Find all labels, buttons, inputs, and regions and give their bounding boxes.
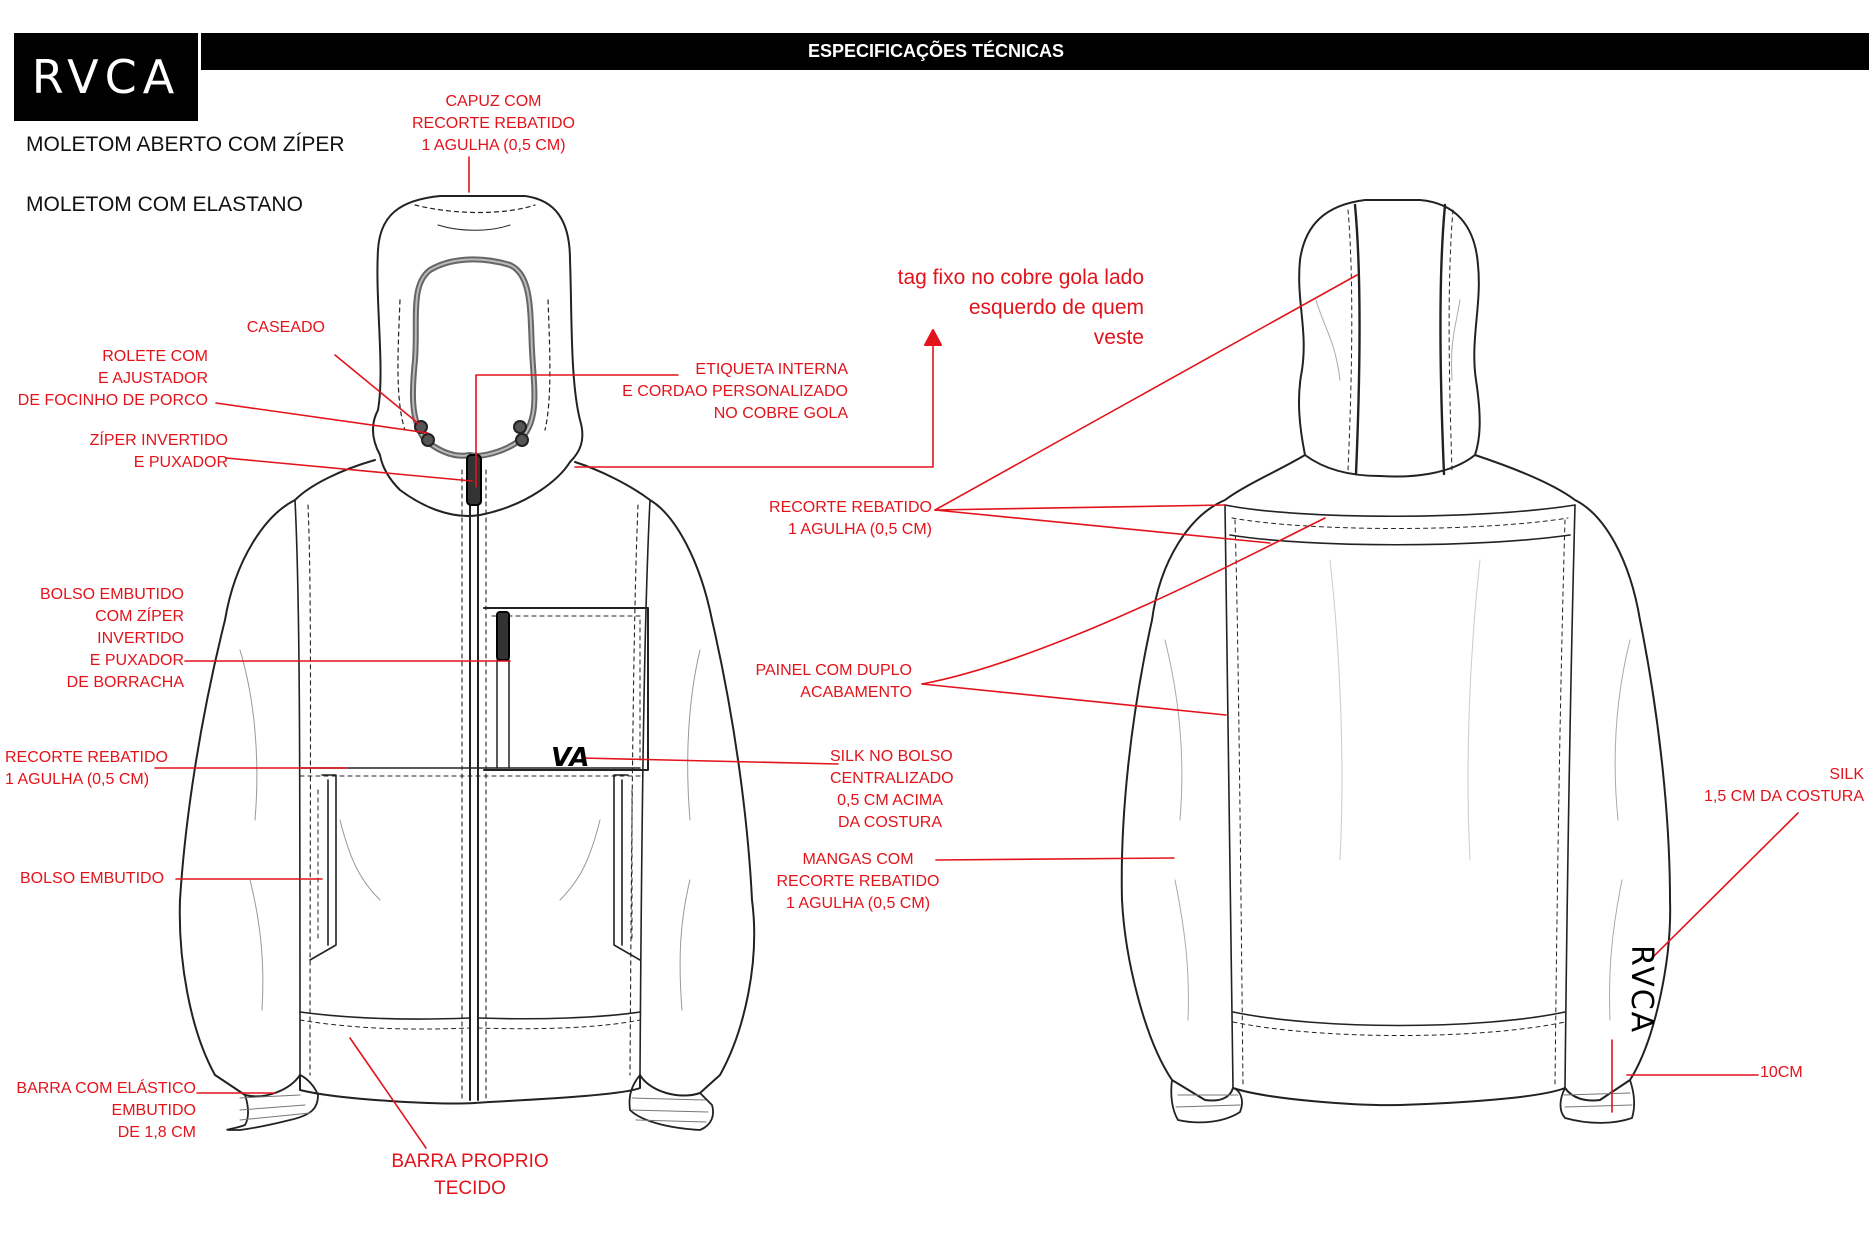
annotation-line: COM ZÍPER bbox=[95, 608, 184, 625]
annotation-line: E AJUSTADOR bbox=[98, 370, 208, 387]
annotation-line: SILK NO BOLSO bbox=[830, 748, 953, 765]
annotation-line: MANGAS COM bbox=[802, 851, 914, 868]
hoodie-back-view bbox=[1120, 199, 1672, 1124]
annotation-line: BARRA PROPRIO bbox=[391, 1151, 549, 1172]
right-side-pocket bbox=[613, 774, 641, 961]
annotation-line: ZÍPER INVERTIDO bbox=[89, 432, 228, 449]
back-right-cuff bbox=[1559, 1079, 1636, 1124]
annotation-barra-tecido: BARRA PROPRIO TECIDO bbox=[380, 1148, 560, 1202]
annotation-line: E CORDAO PERSONALIZADO bbox=[622, 383, 848, 400]
annotation-line: BOLSO EMBUTIDO bbox=[39, 586, 184, 603]
annotation-line: 1 AGULHA (0,5 CM) bbox=[421, 137, 566, 154]
annotation-barra-elastico: BARRA COM ELÁSTICO EMBUTIDO DE 1,8 CM bbox=[8, 1078, 196, 1144]
annotation-caseado: CASEADO bbox=[230, 317, 325, 339]
annotation-line: veste bbox=[1093, 326, 1144, 349]
brand-logo: RVCA bbox=[14, 33, 198, 121]
annotation-line: E PUXADOR bbox=[89, 652, 184, 669]
annotation-line: esquerdo de quem bbox=[968, 296, 1144, 319]
back-body bbox=[1120, 454, 1672, 1107]
tag-arrow-head bbox=[924, 329, 942, 346]
annotation-line: RECORTE REBATIDO bbox=[5, 749, 168, 766]
sleeve-logo: RVCA bbox=[1624, 945, 1659, 1034]
annotation-line: DE FOCINHO DE PORCO bbox=[17, 392, 208, 409]
header-bar: ESPECIFICAÇÕES TÉCNICAS bbox=[201, 33, 1869, 70]
annotation-line: INVERTIDO bbox=[97, 630, 184, 647]
product-line-2: MOLETOM COM ELASTANO bbox=[26, 193, 303, 216]
chest-pocket-zipper bbox=[496, 611, 510, 661]
annotation-ziper: ZÍPER INVERTIDO E PUXADOR bbox=[40, 430, 228, 474]
back-left-cuff bbox=[1170, 1079, 1243, 1124]
annotation-tag: tag fixo no cobre gola lado esquerdo de … bbox=[830, 263, 1144, 353]
right-cuff bbox=[628, 1074, 714, 1131]
product-line-1: MOLETOM ABERTO COM ZÍPER bbox=[26, 133, 345, 156]
annotation-line: EMBUTIDO bbox=[111, 1102, 196, 1119]
annotation-line: DA COSTURA bbox=[837, 814, 942, 831]
annotation-line: NO COBRE GOLA bbox=[713, 405, 848, 422]
annotation-line: SILK bbox=[1829, 766, 1864, 783]
hoodie-front-view bbox=[178, 195, 756, 1131]
annotation-line: CENTRALIZADO bbox=[830, 770, 954, 787]
back-hood bbox=[1298, 199, 1481, 478]
annotation-silk-bolso: SILK NO BOLSO CENTRALIZADO 0,5 CM ACIMA … bbox=[830, 746, 954, 834]
annotation-line: tag fixo no cobre gola lado bbox=[897, 266, 1144, 289]
annotation-recorte-center: RECORTE REBATIDO 1 AGULHA (0,5 CM) bbox=[760, 497, 932, 541]
annotation-painel: PAINEL COM DUPLO ACABAMENTO bbox=[740, 660, 912, 704]
annotation-silk-manga: SILK 1,5 CM DA COSTURA bbox=[1640, 764, 1864, 808]
annotation-line: PAINEL COM DUPLO bbox=[755, 662, 912, 679]
left-cuff bbox=[226, 1074, 319, 1131]
annotation-line: 1 AGULHA (0,5 CM) bbox=[787, 521, 932, 538]
annotation-line: BARRA COM ELÁSTICO bbox=[16, 1080, 196, 1097]
annotation-line: 1 AGULHA (0,5 CM) bbox=[785, 895, 931, 912]
annotation-line: RECORTE REBATIDO bbox=[769, 499, 932, 516]
brand-logo-text: RVCA bbox=[31, 50, 181, 104]
annotation-mangas: MANGAS COM RECORTE REBATIDO 1 AGULHA (0,… bbox=[772, 849, 944, 915]
annotation-line: CAPUZ COM bbox=[445, 93, 542, 110]
front-hood bbox=[372, 195, 584, 517]
annotation-capuz: CAPUZ COM RECORTE REBATIDO 1 AGULHA (0,5… bbox=[412, 91, 575, 157]
annotation-line: RECORTE REBATIDO bbox=[412, 115, 575, 132]
annotation-recorte-front: RECORTE REBATIDO 1 AGULHA (0,5 CM) bbox=[5, 747, 168, 791]
annotation-rolete: ROLETE COM E AJUSTADOR DE FOCINHO DE POR… bbox=[10, 346, 208, 412]
annotation-line: 0,5 CM ACIMA bbox=[837, 792, 943, 809]
annotation-bolso-embutido: BOLSO EMBUTIDO bbox=[20, 868, 164, 890]
annotation-line: ACABAMENTO bbox=[800, 684, 912, 701]
annotation-line: BOLSO EMBUTIDO bbox=[20, 870, 165, 887]
annotation-line: ROLETE COM bbox=[102, 348, 208, 365]
annotation-bolso-ziper: BOLSO EMBUTIDO COM ZÍPER INVERTIDO E PUX… bbox=[20, 584, 184, 694]
annotation-line: 10CM bbox=[1760, 1064, 1803, 1081]
annotation-line: TECIDO bbox=[434, 1178, 506, 1199]
annotation-line: DE BORRACHA bbox=[66, 674, 184, 691]
leader-lines bbox=[154, 156, 1799, 1149]
annotation-line: RECORTE REBATIDO bbox=[776, 873, 940, 890]
pocket-logo: VA bbox=[551, 743, 589, 773]
annotation-line: CASEADO bbox=[246, 319, 325, 336]
annotation-line: 1 AGULHA (0,5 CM) bbox=[5, 771, 150, 788]
chest-pocket bbox=[483, 607, 649, 771]
annotation-line: DE 1,8 CM bbox=[117, 1124, 196, 1141]
annotation-line: ETIQUETA INTERNA bbox=[695, 361, 848, 378]
annotation-line: E PUXADOR bbox=[133, 454, 228, 471]
page-title: ESPECIFICAÇÕES TÉCNICAS bbox=[807, 41, 1065, 61]
front-body bbox=[178, 459, 756, 1105]
left-side-pocket bbox=[309, 774, 337, 961]
annotation-medida: 10CM bbox=[1760, 1062, 1803, 1084]
annotation-line: 1,5 CM DA COSTURA bbox=[1703, 788, 1864, 805]
annotation-etiqueta: ETIQUETA INTERNA E CORDAO PERSONALIZADO … bbox=[610, 359, 848, 425]
